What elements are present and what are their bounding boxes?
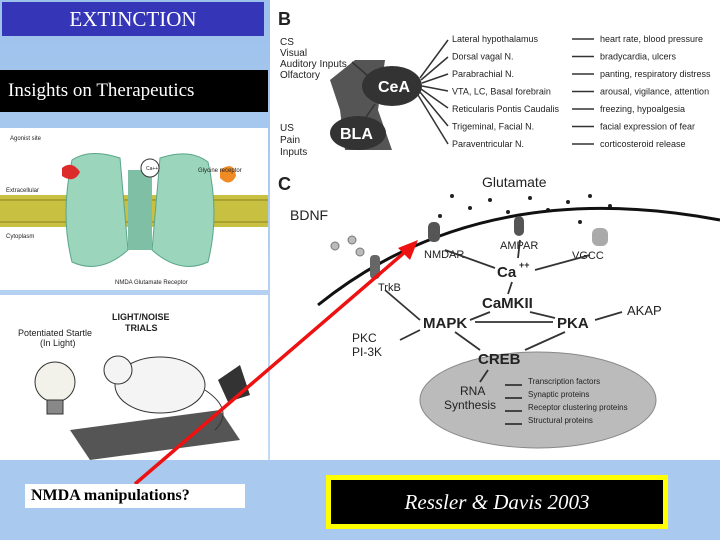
input-us: US [280, 123, 294, 134]
response-6: corticosteroid release [600, 139, 686, 149]
ion-channel-pore [128, 170, 152, 250]
red-pointer-arrow [133, 250, 407, 486]
target-0: Lateral hypothalamus [452, 34, 539, 44]
trkb-receptor [370, 255, 380, 279]
red-arrowhead [398, 240, 418, 260]
trials-label-2: TRIALS [125, 323, 158, 333]
rna-label: RNA [460, 384, 485, 398]
citation-box: Ressler & Davis 2003 [326, 475, 668, 529]
vgcc-channel [592, 228, 608, 246]
input-cs: CS [280, 37, 294, 48]
ca-label: Ca++ [146, 166, 158, 172]
cea-label: CeA [378, 79, 410, 96]
agonist-label: Agonist site [10, 136, 42, 142]
glycine-site [220, 166, 236, 183]
bulb-label-1: Potentiated Startle [18, 328, 92, 338]
receptor-caption: NMDA Glutamate Receptor [115, 280, 188, 286]
akap-label: AKAP [627, 303, 662, 318]
speaker-icon [218, 365, 250, 402]
ampar-receptor [514, 216, 524, 236]
trkb-label: TrkB [378, 282, 401, 294]
response-2: panting, respiratory distress [600, 69, 711, 79]
receptor-diagram: Agonist site Ca++ Extracellular Cytoplas… [0, 136, 268, 286]
product-structural: Structural proteins [528, 416, 593, 425]
grid-floor [70, 410, 240, 460]
trials-label-1: LIGHT/NOISE [112, 312, 170, 322]
cytoplasm-label: Cytoplasm [6, 234, 34, 240]
target-4: Reticularis Pontis Caudalis [452, 104, 560, 114]
nmda-question-box: NMDA manipulations? [25, 484, 245, 508]
pathway-arrows [384, 239, 623, 425]
target-2: Parabrachial N. [452, 69, 514, 79]
target-3: VTA, LC, Basal forebrain [452, 87, 551, 97]
bdnf-dots [330, 235, 365, 257]
slide-subtitle: Insights on Therapeutics [0, 70, 268, 112]
bla-nucleus [330, 116, 386, 150]
response-1: bradycardia, ulcers [600, 52, 677, 62]
lightbulb-icon [34, 361, 76, 403]
synthesis-label: Synthesis [444, 398, 496, 412]
target-1: Dorsal vagal N. [452, 52, 514, 62]
startle-diagram: Potentiated Startle (In Light) LIGHT/NOI… [18, 312, 250, 460]
glycine-label: Glycine receptor [198, 168, 242, 174]
ca-ion [140, 158, 160, 178]
pka-label: PKA [557, 315, 589, 332]
glutamate-label: Glutamate [482, 174, 547, 190]
pkc-label: PKC [352, 331, 377, 345]
agonist-site [62, 164, 80, 180]
ca-superscript: ++ [519, 260, 530, 270]
panel-c-letter: C [278, 174, 291, 194]
product-transcription: Transcription factors [528, 377, 600, 386]
input-olfactory: Olfactory [280, 70, 320, 81]
rat-body [114, 356, 206, 414]
response-3: arousal, vigilance, attention [600, 87, 709, 97]
extracellular-label: Extracellular [6, 188, 39, 194]
slide-title: EXTINCTION [2, 2, 264, 36]
target-6: Paraventricular N. [452, 139, 524, 149]
bdnf-label: BDNF [290, 207, 328, 223]
panel-c: C Glutamate BDNF NMDAR AMPAR VGCC TrkB C… [278, 174, 720, 449]
response-0: heart rate, blood pressure [600, 34, 703, 44]
panel-b: B CS Visual Auditory Inputs Olfactory US… [278, 9, 711, 158]
creb-label: CREB [478, 351, 521, 368]
receptor-subunit-right [151, 153, 215, 267]
input-visual: Visual [280, 48, 307, 59]
input-inputs: Inputs [280, 147, 307, 158]
nucleus [419, 351, 657, 449]
product-synaptic: Synaptic proteins [528, 390, 589, 399]
cea-nucleus [362, 66, 422, 106]
input-pain: Pain [280, 135, 300, 146]
glutamate-dots [438, 194, 612, 230]
bulb-label-2: (In Light) [40, 338, 76, 348]
target-list: Lateral hypothalamus heart rate, blood pr… [452, 34, 711, 149]
nmdar-label: NMDAR [424, 249, 464, 261]
camkii-label: CaMKII [482, 295, 533, 312]
response-4: freezing, hypoalgesia [600, 104, 685, 114]
mapk-label: MAPK [423, 315, 467, 332]
target-5: Trigeminal, Facial N. [452, 122, 534, 132]
panel-b-letter: B [278, 9, 291, 29]
nmdar-receptor [428, 222, 440, 242]
cell-membrane [317, 206, 720, 307]
response-5: facial expression of fear [600, 122, 695, 132]
rat-head [103, 355, 133, 385]
input-auditory: Auditory Inputs [280, 59, 347, 70]
bla-label: BLA [340, 126, 373, 143]
ca-label: Ca [497, 264, 517, 281]
receptor-subunit-left [65, 153, 129, 267]
product-clustering: Receptor clustering proteins [528, 403, 628, 412]
pi3k-label: PI-3K [352, 345, 382, 359]
